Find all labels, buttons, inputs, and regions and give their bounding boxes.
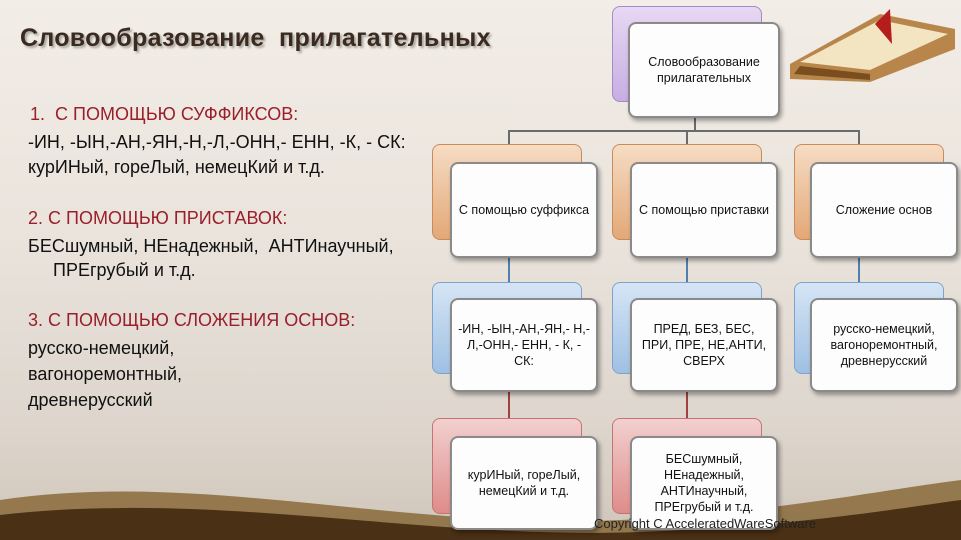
connector-horizontal bbox=[508, 130, 860, 132]
l3-box-1-label: курИНый, гореЛый, немецКий и т.д. bbox=[467, 468, 581, 498]
list-item-2-heading: 2. С ПОМОЩЬЮ ПРИСТАВОК: bbox=[28, 208, 288, 228]
connector-l1-1 bbox=[508, 130, 510, 144]
l3-box-1: курИНый, гореЛый, немецКий и т.д. bbox=[450, 436, 598, 530]
l2-box-3: русско-немецкий, вагоноремонтный, древне… bbox=[810, 298, 958, 392]
list-item-3-heading: 3. С ПОМОЩЬЮ СЛОЖЕНИЯ ОСНОВ: bbox=[28, 310, 356, 330]
l3-box-2: БЕСшумный, НЕнадежный, АНТИнаучный, ПРЕг… bbox=[630, 436, 778, 530]
connector-l2-3 bbox=[858, 258, 860, 284]
l1-box-3-label: Сложение основ bbox=[835, 203, 933, 217]
l1-box-1: С помощью суффикса bbox=[450, 162, 598, 258]
l3-box-2-label: БЕСшумный, НЕнадежный, АНТИнаучный, ПРЕг… bbox=[654, 452, 754, 514]
l2-box-2: ПРЕД, БЕЗ, БЕС, ПРИ, ПРЕ, НЕ,АНТИ, СВЕРХ bbox=[630, 298, 778, 392]
list-item-2-line-1: БЕСшумный, НЕнадежный, АНТИнаучный, bbox=[28, 236, 394, 256]
book-icon bbox=[790, 9, 955, 82]
list-item-1-heading: 1. С ПОМОЩЬЮ СУФФИКСОВ: bbox=[30, 104, 299, 124]
connector-l1-2 bbox=[686, 130, 688, 144]
slide-title: Словообразование прилагательных bbox=[20, 24, 491, 52]
root-box: Словообразование прилагательных bbox=[628, 22, 780, 118]
l2-box-1-label: -ИН, -ЫН,-АН,-ЯН,- Н,-Л,-ОНН,- ЕНН, - К,… bbox=[458, 322, 590, 368]
l2-box-3-label: русско-немецкий, вагоноремонтный, древне… bbox=[830, 322, 938, 368]
connector-l3-2 bbox=[686, 392, 688, 418]
l1-box-2: С помощью приставки bbox=[630, 162, 778, 258]
connector-root bbox=[694, 118, 696, 132]
connector-l1-3 bbox=[858, 130, 860, 144]
l1-box-2-label: С помощью приставки bbox=[639, 203, 769, 217]
list-item-3-line-1: русско-немецкий, bbox=[28, 338, 175, 358]
connector-l3-1 bbox=[508, 392, 510, 418]
l1-box-1-label: С помощью суффикса bbox=[458, 203, 590, 217]
connector-l2-2 bbox=[686, 258, 688, 284]
list-item-1-line-2: курИНый, гореЛый, немецКий и т.д. bbox=[28, 157, 325, 177]
list-item-2-line-2: ПРЕгрубый и т.д. bbox=[28, 260, 196, 280]
list-item-3-line-3: древнерусский bbox=[28, 390, 153, 410]
l1-box-3: Сложение основ bbox=[810, 162, 958, 258]
l2-box-1: -ИН, -ЫН,-АН,-ЯН,- Н,-Л,-ОНН,- ЕНН, - К,… bbox=[450, 298, 598, 392]
list-item-1-line-1: -ИН, -ЫН,-АН,-ЯН,-Н,-Л,-ОНН,- ЕНН, -К, -… bbox=[28, 132, 406, 152]
connector-l2-1 bbox=[508, 258, 510, 284]
root-box-label: Словообразование прилагательных bbox=[648, 55, 760, 85]
l2-box-2-label: ПРЕД, БЕЗ, БЕС, ПРИ, ПРЕ, НЕ,АНТИ, СВЕРХ bbox=[641, 322, 767, 368]
copyright-text: Copyright C AcceleratedWareSoftware bbox=[594, 516, 817, 531]
list-item-3-line-2: вагоноремонтный, bbox=[28, 364, 183, 384]
